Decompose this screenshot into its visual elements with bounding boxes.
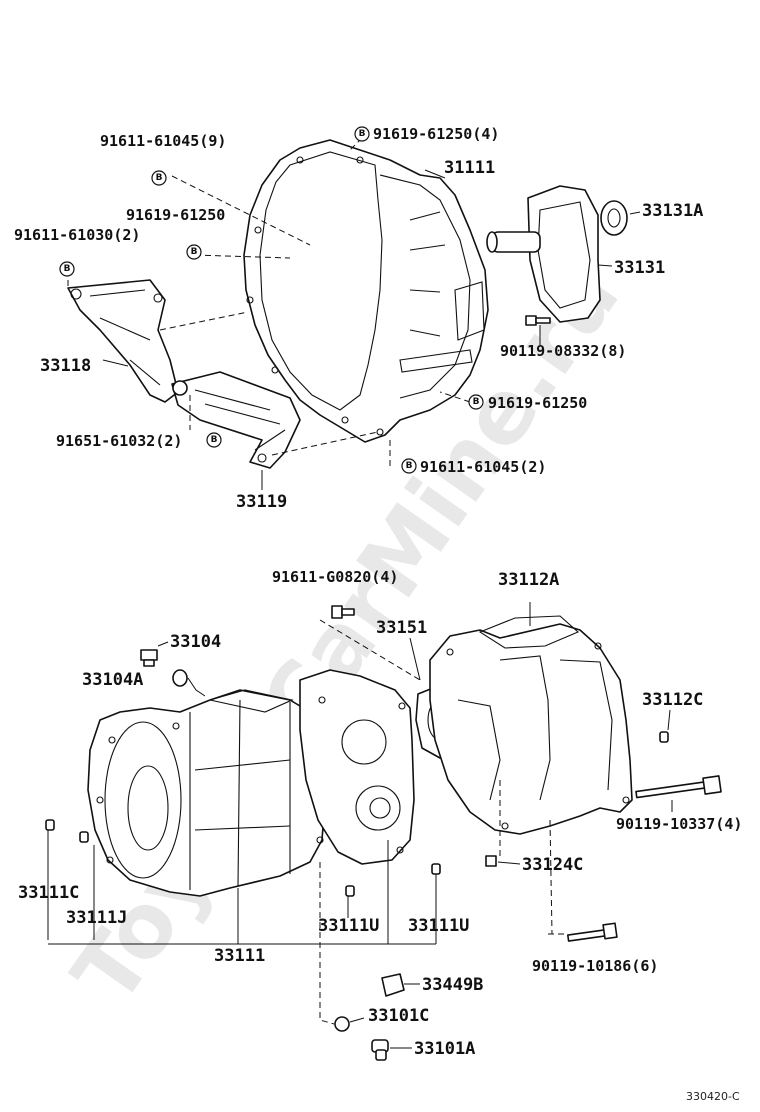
label-91651-61032-2: 91651-61032(2) bbox=[56, 432, 182, 450]
label-90119-08332-8: 90119-08332(8) bbox=[500, 342, 626, 360]
bracket-33119-illustration bbox=[171, 371, 301, 469]
intermediate-plate-illustration bbox=[299, 669, 415, 865]
gasket-33101c-illustration bbox=[334, 1016, 350, 1032]
svg-text:B: B bbox=[191, 247, 198, 257]
label-91611-61045-9: 91611-61045(9) bbox=[100, 132, 226, 150]
label-33104: 33104 bbox=[170, 632, 221, 652]
b-marker-2: B bbox=[354, 126, 370, 142]
svg-text:B: B bbox=[473, 397, 480, 407]
b-marker-5: B bbox=[468, 394, 484, 410]
label-31111: 31111 bbox=[444, 158, 495, 178]
label-33131a: 33131A bbox=[642, 201, 703, 221]
b-marker-1: B bbox=[151, 170, 167, 186]
svg-text:B: B bbox=[359, 129, 366, 139]
label-33112c: 33112C bbox=[642, 690, 703, 710]
sleeve-33449b-illustration bbox=[381, 973, 405, 997]
label-33104a: 33104A bbox=[82, 670, 143, 690]
label-33112a: 33112A bbox=[498, 570, 559, 590]
b-marker-4: B bbox=[59, 261, 75, 277]
label-33449b: 33449B bbox=[422, 975, 483, 995]
label-90119-10337-4: 90119-10337(4) bbox=[616, 815, 742, 833]
label-33111j: 33111J bbox=[66, 908, 127, 928]
b-marker-3: B bbox=[186, 244, 202, 260]
plug-33101a-illustration bbox=[371, 1039, 389, 1061]
label-33131: 33131 bbox=[614, 258, 665, 278]
bolt-g0820-illustration bbox=[331, 605, 355, 619]
washer-33104a-illustration bbox=[172, 669, 188, 687]
svg-text:B: B bbox=[211, 435, 218, 445]
top-leader-lines bbox=[67, 137, 641, 490]
label-33118: 33118 bbox=[40, 356, 91, 376]
bolt-08332-illustration bbox=[525, 315, 551, 326]
label-91619-61250-a: 91619-61250 bbox=[126, 206, 225, 224]
svg-text:B: B bbox=[406, 461, 413, 471]
label-33151: 33151 bbox=[376, 618, 427, 638]
label-33101a: 33101A bbox=[414, 1039, 475, 1059]
label-91611-g0820-4: 91611-G0820(4) bbox=[272, 568, 398, 586]
bottom-leader-lines bbox=[47, 602, 673, 1049]
bracket-33118-illustration bbox=[67, 279, 179, 403]
label-91619-61250-4: 91619-61250(4) bbox=[373, 125, 499, 143]
bell-housing-illustration bbox=[243, 139, 489, 443]
label-91619-61250-b: 91619-61250 bbox=[488, 394, 587, 412]
label-91611-61045-2: 91611-61045(2) bbox=[420, 458, 546, 476]
oil-seal-illustration bbox=[600, 200, 628, 236]
b-marker-7: B bbox=[401, 458, 417, 474]
svg-text:B: B bbox=[64, 264, 71, 274]
extension-housing-illustration bbox=[429, 615, 633, 835]
label-33119: 33119 bbox=[236, 492, 287, 512]
transmission-case-illustration bbox=[87, 689, 326, 897]
label-33111: 33111 bbox=[214, 946, 265, 966]
plug-33104-illustration bbox=[140, 649, 158, 667]
figure-code: 330420-C bbox=[686, 1090, 740, 1103]
label-90119-10186-6: 90119-10186(6) bbox=[532, 957, 658, 975]
extension-cover-illustration bbox=[486, 185, 601, 323]
label-91611-61030-2: 91611-61030(2) bbox=[14, 226, 140, 244]
bolt-10337-illustration bbox=[635, 775, 722, 799]
dowel-pins bbox=[45, 731, 669, 897]
b-marker-6: B bbox=[206, 432, 222, 448]
label-33111c: 33111C bbox=[18, 883, 79, 903]
label-33111u-b: 33111U bbox=[408, 916, 469, 936]
bolt-10186-illustration bbox=[566, 922, 618, 942]
label-33101c: 33101C bbox=[368, 1006, 429, 1026]
label-33111u-a: 33111U bbox=[318, 916, 379, 936]
label-33124c: 33124C bbox=[522, 855, 583, 875]
svg-text:B: B bbox=[156, 173, 163, 183]
